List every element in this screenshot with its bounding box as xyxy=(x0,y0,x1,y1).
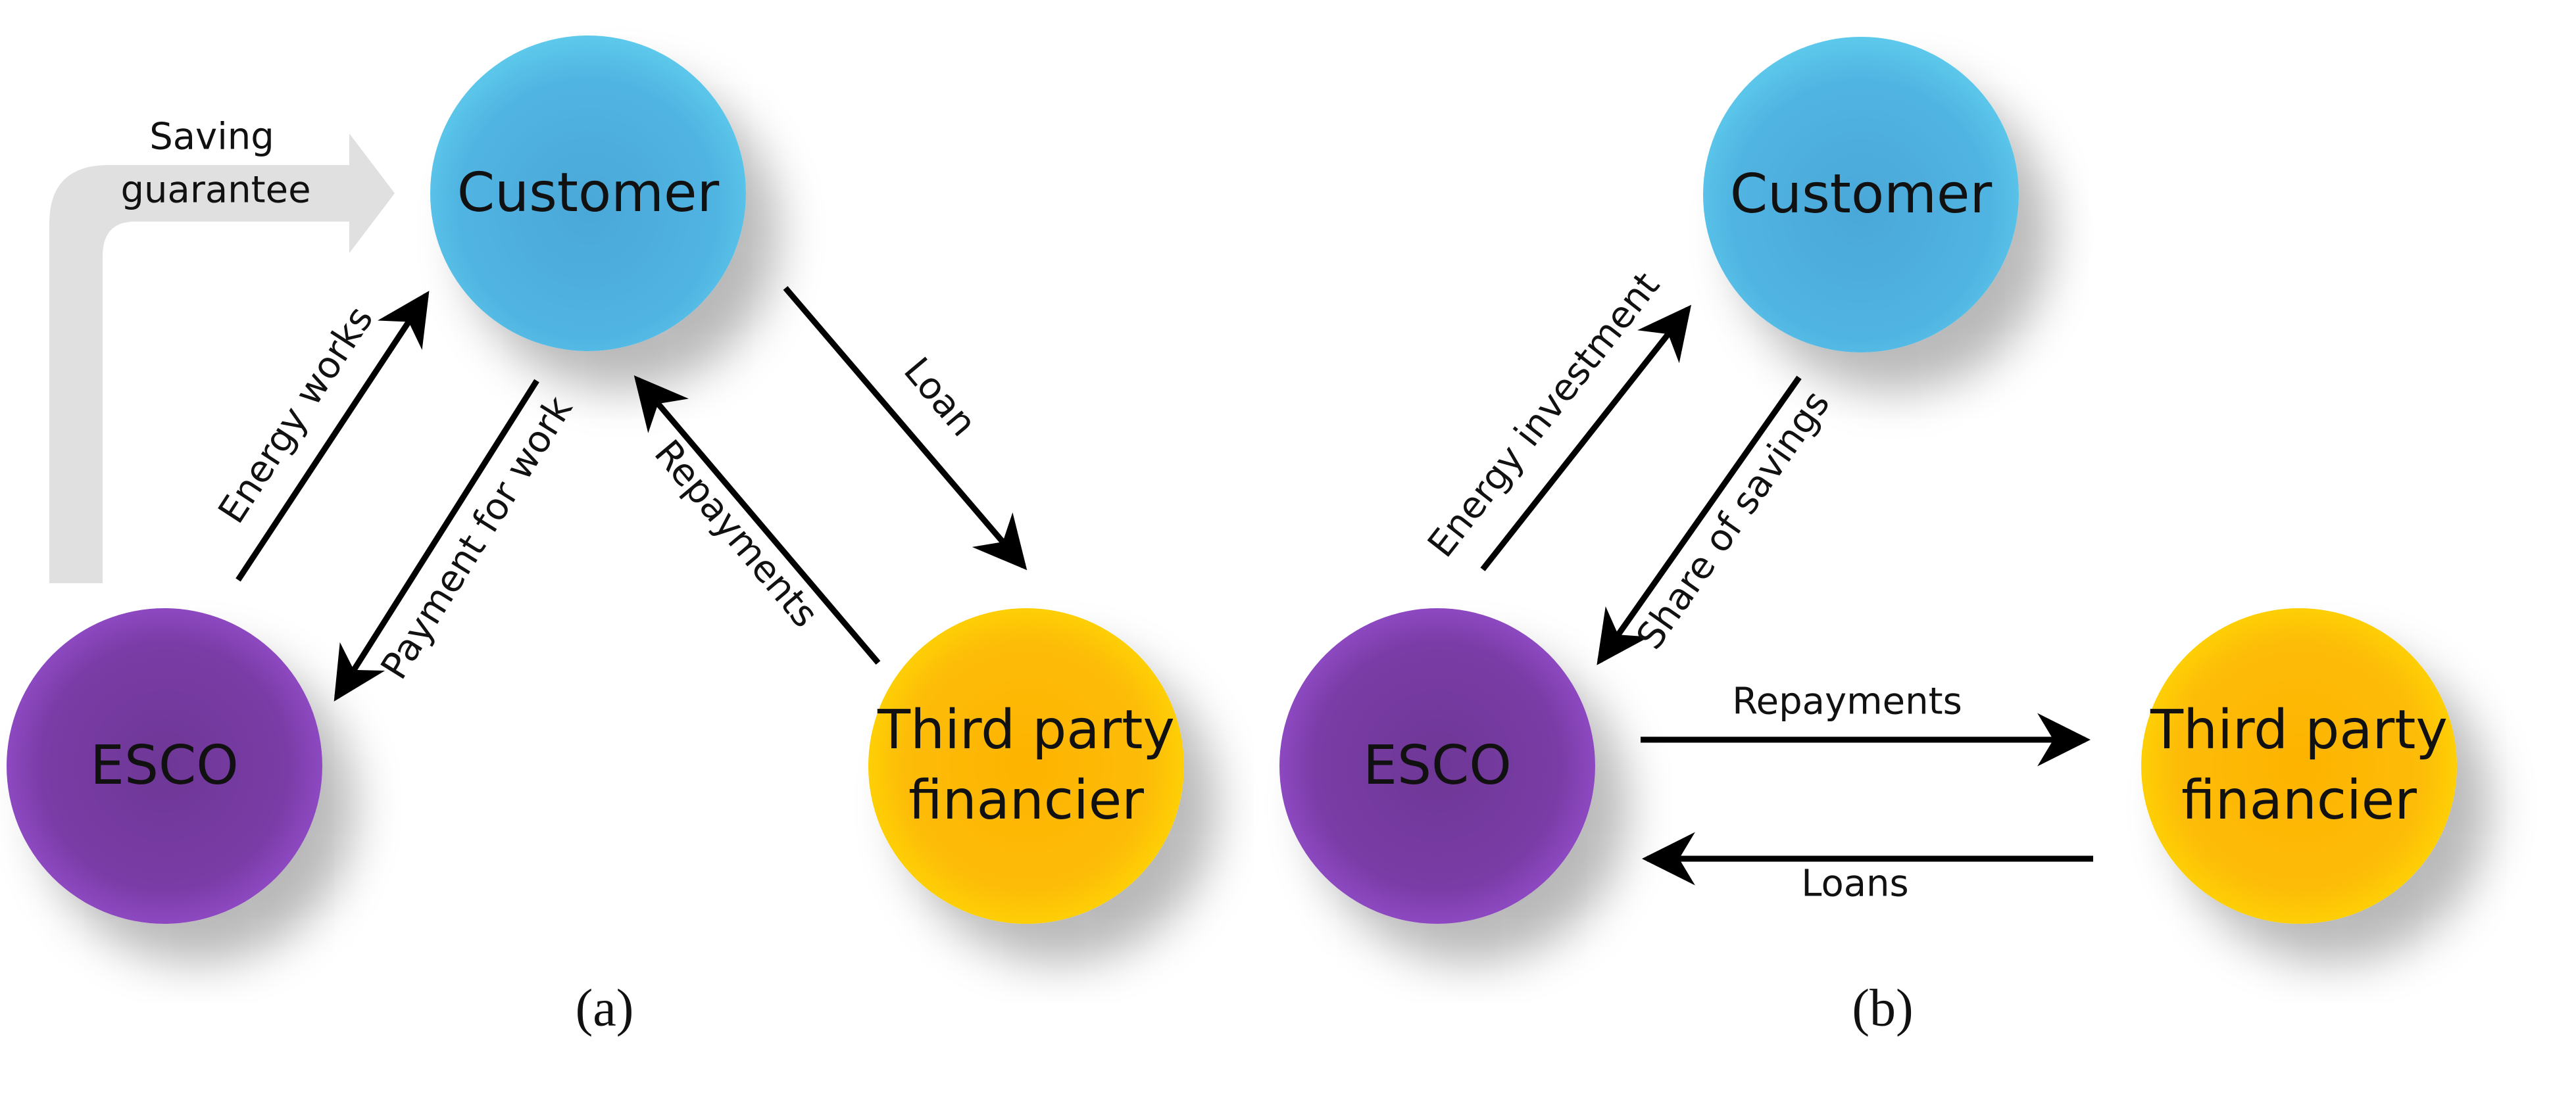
energy-works-arrow xyxy=(235,291,430,582)
loans-label: Loans xyxy=(1801,862,1909,905)
caption-b: (b) xyxy=(1852,979,1914,1038)
loan-arrow xyxy=(783,286,1028,571)
customer-node-b: Customer xyxy=(1703,37,2019,352)
repayments-label-b: Repayments xyxy=(1732,680,1962,723)
saving-guarantee-arrow xyxy=(49,133,395,583)
customer-label: Customer xyxy=(1729,162,1993,226)
esco-label: ESCO xyxy=(90,734,239,797)
financier-label-line1: Third party xyxy=(2150,699,2448,762)
caption-a: (a) xyxy=(575,979,634,1038)
share-of-savings-arrow xyxy=(1597,375,1802,665)
esco-node-a: ESCO xyxy=(7,608,322,924)
saving-label: Saving xyxy=(149,115,274,158)
financier-label-line2: financier xyxy=(2181,769,2417,832)
repayments-arrow-a xyxy=(633,375,881,665)
payment-for-work-arrow xyxy=(334,379,539,702)
financier-node-b: Third party financier xyxy=(2141,608,2457,924)
esco-node-b: ESCO xyxy=(1279,608,1595,924)
financier-label-line2: financier xyxy=(908,769,1144,832)
financier-label: Third party financier xyxy=(878,696,1175,836)
financier-label: Third party financier xyxy=(2150,696,2448,836)
financier-label-line1: Third party xyxy=(878,699,1175,762)
financier-node-a: Third party financier xyxy=(868,608,1184,924)
customer-label: Customer xyxy=(457,161,720,224)
esco-label: ESCO xyxy=(1363,734,1512,797)
guarantee-label: guarantee xyxy=(120,168,311,212)
energy-investment-arrow xyxy=(1480,304,1692,571)
customer-node-a: Customer xyxy=(430,36,746,351)
